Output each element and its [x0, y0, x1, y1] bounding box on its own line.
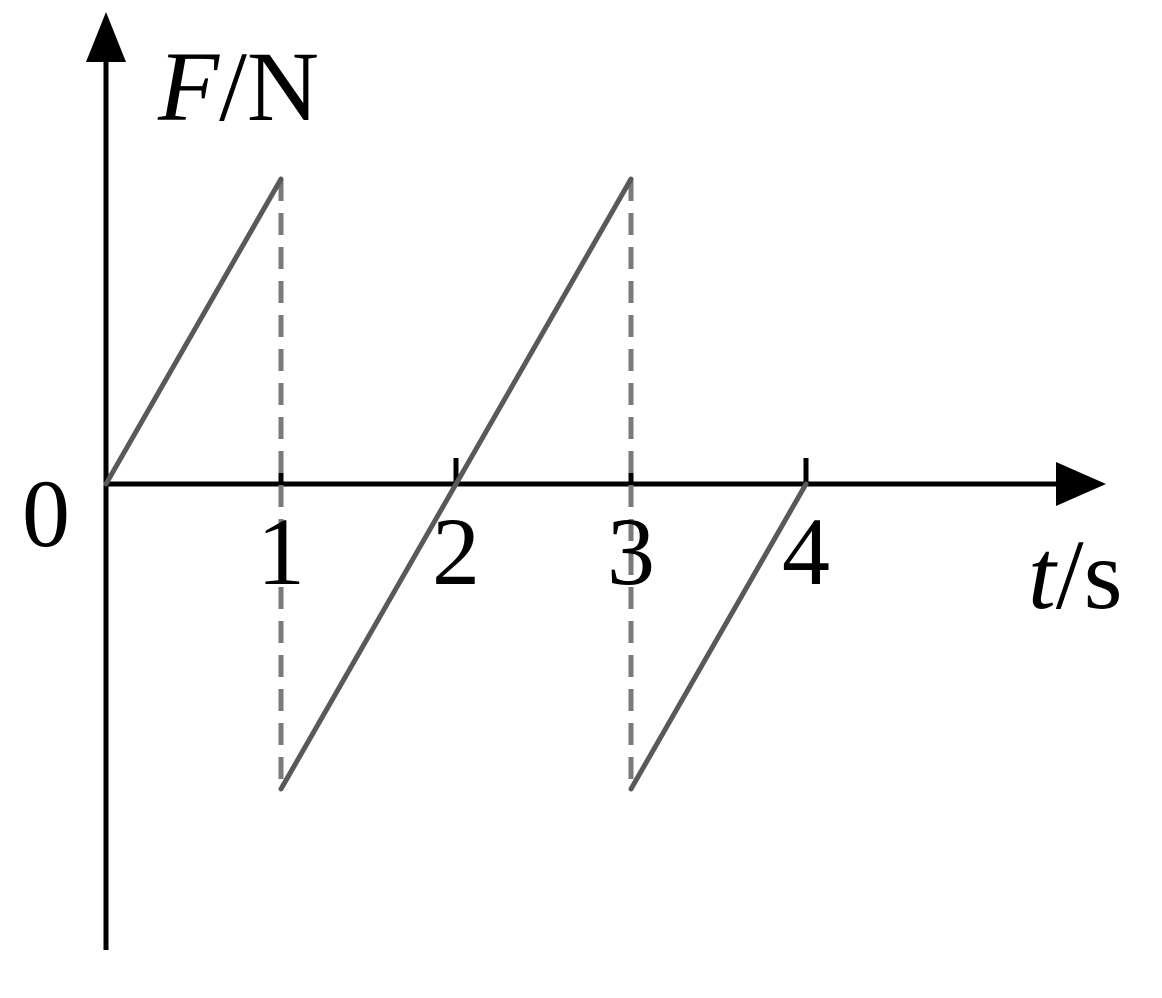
x-tick-label-3: 3 — [607, 498, 655, 605]
x-axis-title: t/s — [1028, 519, 1123, 630]
x-ticks — [278, 458, 809, 484]
x-tick-label-4: 4 — [782, 498, 830, 605]
x-axis-unit: /s — [1056, 519, 1123, 630]
x-tick-labels: 1 2 3 4 — [257, 498, 830, 605]
y-axis-symbol: F — [157, 31, 220, 142]
force-segment-2 — [278, 176, 634, 792]
force-segment-1 — [103, 176, 284, 487]
x-tick-label-2: 2 — [432, 498, 480, 605]
force-segment-3 — [628, 481, 809, 792]
x-tick-label-1: 1 — [257, 498, 305, 605]
y-axis-title: F/N — [157, 31, 319, 142]
origin-label: 0 — [22, 460, 70, 567]
series-group — [103, 176, 809, 792]
x-axis-symbol: t — [1028, 519, 1058, 630]
y-axis-unit: /N — [219, 31, 319, 142]
x-axis-arrow — [1056, 462, 1106, 506]
y-axis-arrow — [86, 12, 126, 62]
